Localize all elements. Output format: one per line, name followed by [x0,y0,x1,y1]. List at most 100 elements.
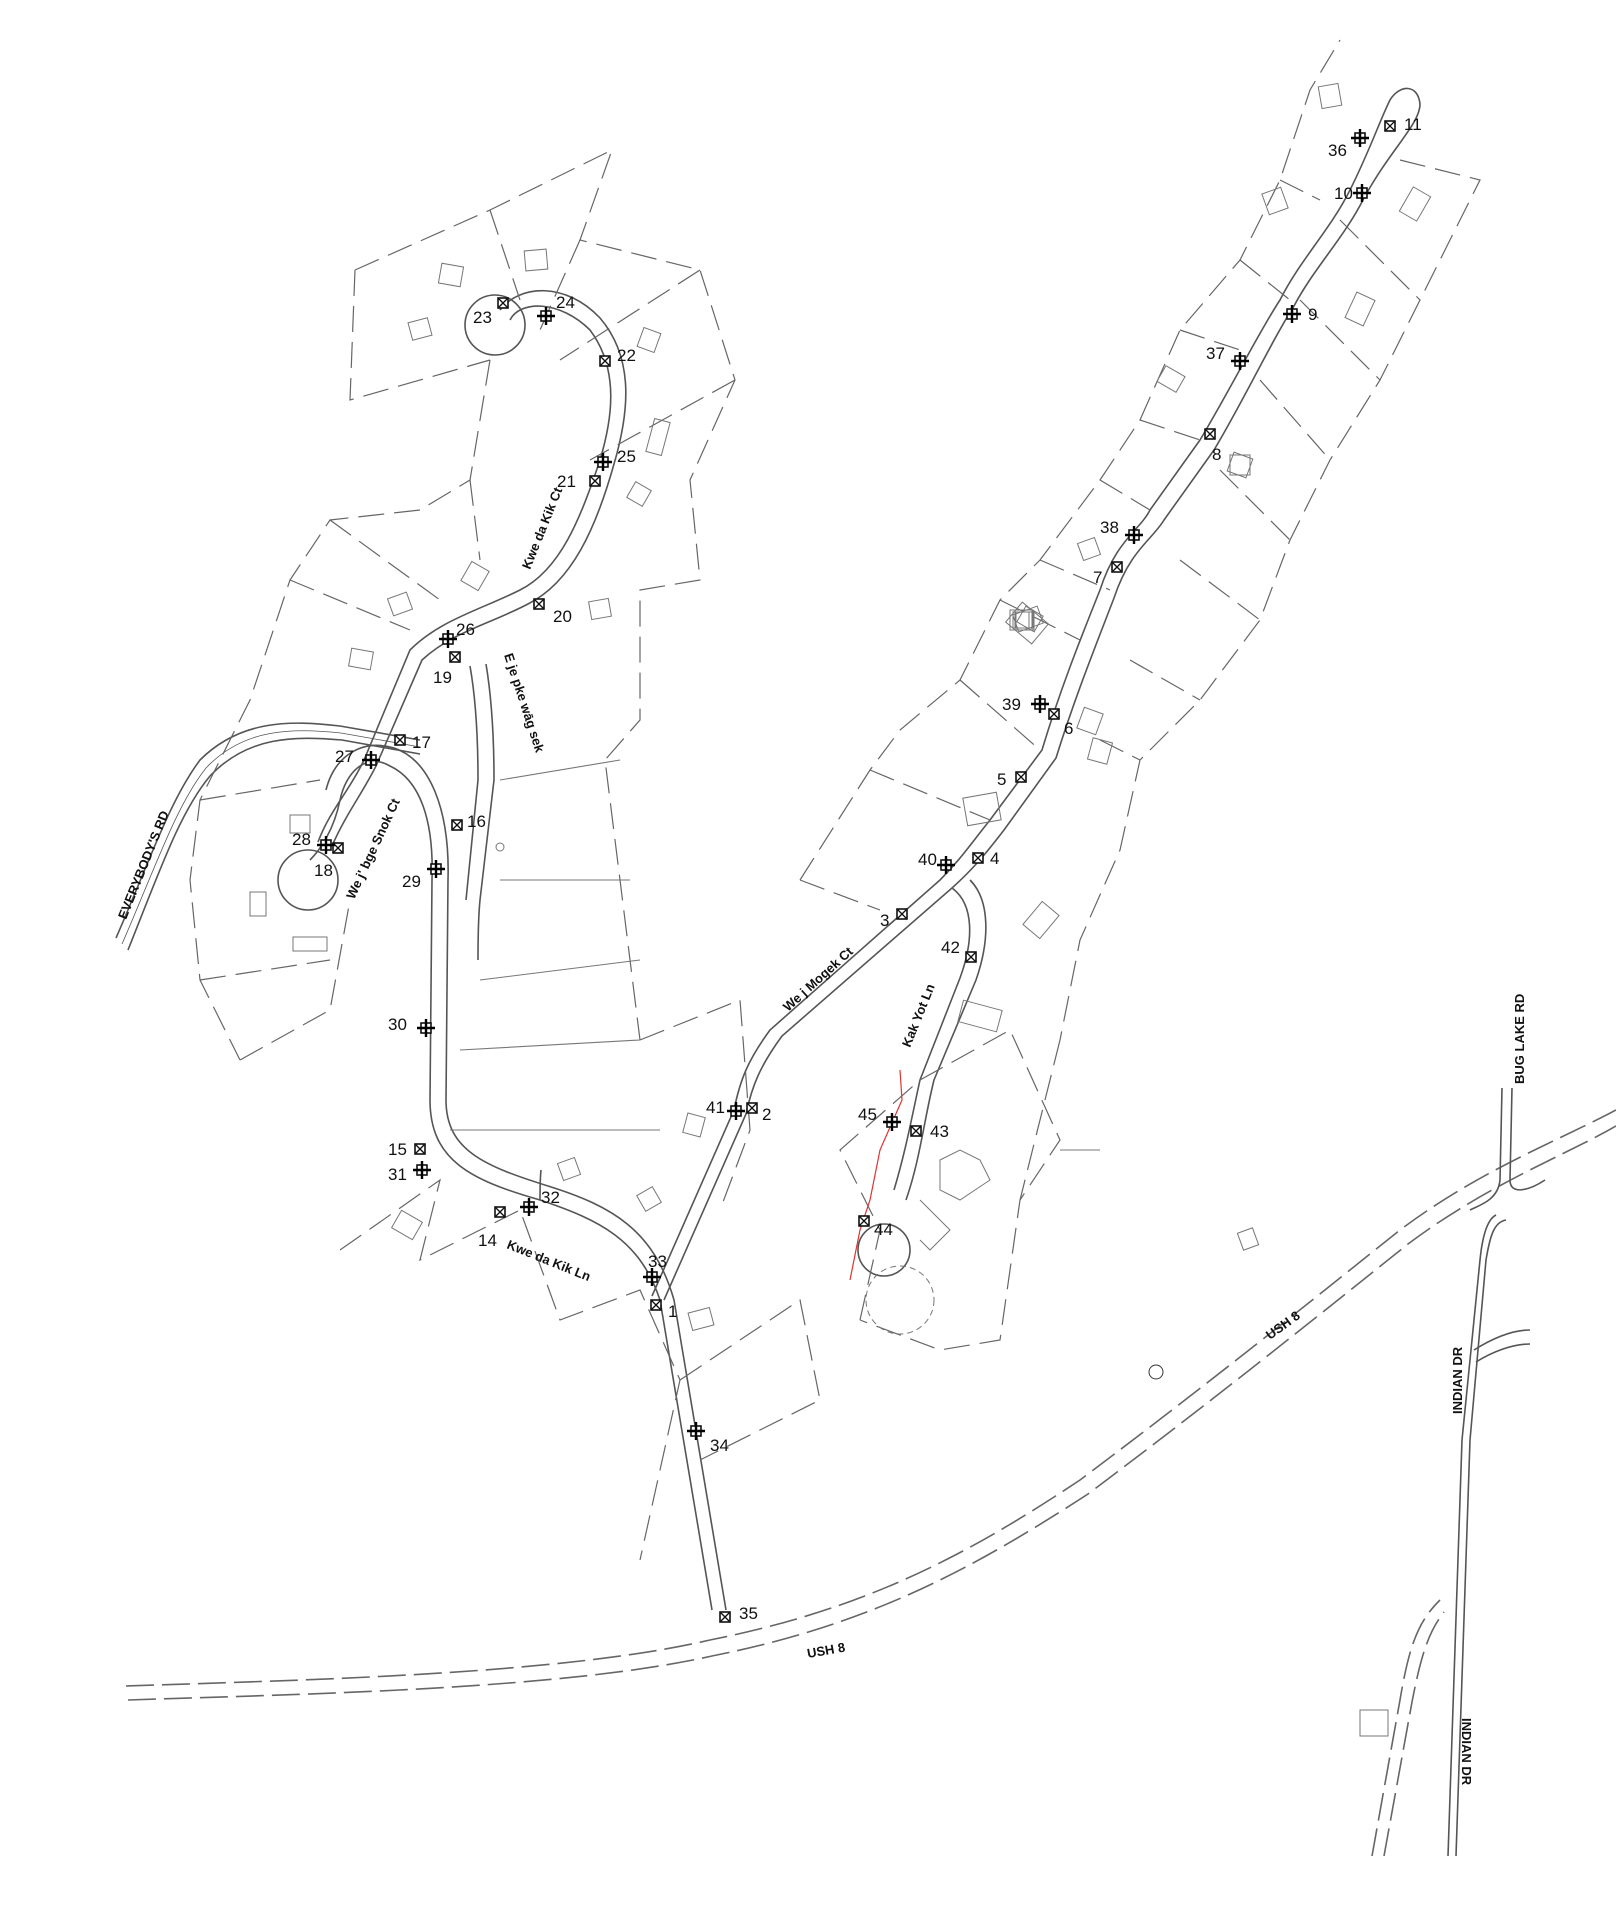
road-label-e-je-pke-wag-sek: E je pke wāg sek [501,651,547,755]
road-label-kwe-da-kik-ct: Kwe da Kik Ct [519,485,566,572]
survey-point-45: 45 [858,1105,901,1131]
road-label-we-j-bge-snok-ct: We j' bge Snok Ct [343,796,403,902]
survey-point-36: 36 [1328,129,1369,160]
survey-point-label: 31 [388,1165,407,1184]
control-point-cross-icon [1353,184,1371,202]
survey-point-42: 42 [941,938,977,963]
survey-point-label: 26 [456,620,475,639]
survey-point-41: 41 [706,1098,745,1120]
control-point-x-icon [394,734,406,746]
control-point-x-icon [896,908,908,920]
survey-point-label: 34 [710,1436,729,1455]
survey-point-label: 37 [1206,344,1225,363]
survey-point-label: 1 [668,1302,677,1321]
survey-point-label: 43 [930,1122,949,1141]
control-point-cross-icon [727,1102,745,1120]
survey-point-34: 34 [687,1422,729,1455]
survey-point-10: 10 [1334,184,1371,203]
control-point-cross-icon [317,836,335,854]
survey-point-label: 28 [292,830,311,849]
control-point-x-icon [746,1102,758,1114]
survey-point-label: 10 [1334,184,1353,203]
survey-point-32: 32 [520,1188,560,1216]
control-point-cross-icon [937,856,955,874]
control-point-cross-icon [1231,352,1249,370]
survey-point-label: 8 [1212,445,1221,464]
control-point-cross-icon [1031,695,1049,713]
survey-point-label: 27 [335,747,354,766]
survey-point-label: 38 [1100,518,1119,537]
survey-point-21: 21 [557,472,601,491]
control-point-x-icon [972,852,984,864]
survey-point-28: 28 [292,830,335,854]
control-point-cross-icon [427,860,445,878]
survey-point-26: 26 [439,620,475,648]
control-point-x-icon [650,1299,662,1311]
survey-point-label: 9 [1308,305,1317,324]
survey-point-label: 2 [762,1105,771,1124]
survey-point-label: 18 [314,861,333,880]
survey-point-17: 17 [394,733,431,752]
survey-point-label: 15 [388,1140,407,1159]
control-point-x-icon [1111,561,1123,573]
survey-point-label: 3 [880,911,889,930]
control-point-x-icon [494,1206,506,1218]
control-point-x-icon [414,1143,426,1155]
survey-point-9: 9 [1283,305,1317,324]
control-point-cross-icon [1283,305,1301,323]
control-point-x-icon [451,819,463,831]
survey-point-35: 35 [719,1604,758,1623]
control-point-cross-icon [413,1161,431,1179]
control-point-cross-icon [417,1019,435,1037]
survey-point-label: 17 [412,733,431,752]
highway-ush-8 [125,1109,1616,1701]
survey-point-15: 15 [388,1140,426,1159]
control-point-x-icon [1204,428,1216,440]
survey-point-label: 40 [918,850,937,869]
control-point-cross-icon [362,751,380,769]
control-point-x-icon [965,951,977,963]
road-label-bug-lake-rd: BUG LAKE RD [1512,994,1527,1084]
control-point-cross-icon [594,453,612,471]
survey-point-14: 14 [478,1206,506,1250]
control-point-x-icon [449,651,461,663]
survey-point-4: 4 [972,849,999,868]
road-label-everybodys-rd: EVERYBODY'S RD [115,809,172,922]
east-roads [651,87,1421,1301]
survey-point-label: 30 [388,1015,407,1034]
survey-point-27: 27 [335,747,380,769]
control-point-cross-icon [687,1422,705,1440]
survey-point-5: 5 [997,770,1027,789]
survey-point-label: 45 [858,1105,877,1124]
control-point-cross-icon [1351,129,1369,147]
survey-points: 1234567891011141516171819202122232425262… [292,115,1422,1623]
road-label-ush-8-south: USH 8 [806,1640,846,1661]
road-label-indian-dr-south: INDIAN DR [1459,1718,1474,1786]
survey-point-44: 44 [858,1215,893,1239]
survey-point-label: 11 [1404,115,1422,134]
solid-lot-lines [450,759,1100,1151]
survey-point-37: 37 [1206,344,1249,370]
survey-point-label: 36 [1328,141,1347,160]
bug-lake-indian-dr [1371,1087,1546,1857]
survey-point-18: 18 [314,842,344,880]
survey-point-label: 7 [1093,568,1102,587]
survey-point-label: 4 [990,849,999,868]
control-point-x-icon [1048,708,1060,720]
survey-point-label: 21 [557,472,576,491]
road-label-kak-yot-ln: Kak Yot Ln [899,982,938,1050]
survey-point-label: 39 [1002,695,1021,714]
control-point-x-icon [910,1125,922,1137]
survey-point-label: 25 [617,447,636,466]
everybodys-rd [115,722,421,951]
survey-point-label: 44 [874,1220,893,1239]
control-point-x-icon [589,475,601,487]
control-point-x-icon [497,297,509,309]
lot-lines [189,39,1481,1561]
road-labels: EVERYBODY'S RD Kwe da Kik Ct E je pke wā… [115,485,1527,1786]
control-point-cross-icon [439,630,457,648]
survey-point-label: 41 [706,1098,725,1117]
survey-point-23: 23 [473,297,509,327]
control-point-x-icon [858,1215,870,1227]
